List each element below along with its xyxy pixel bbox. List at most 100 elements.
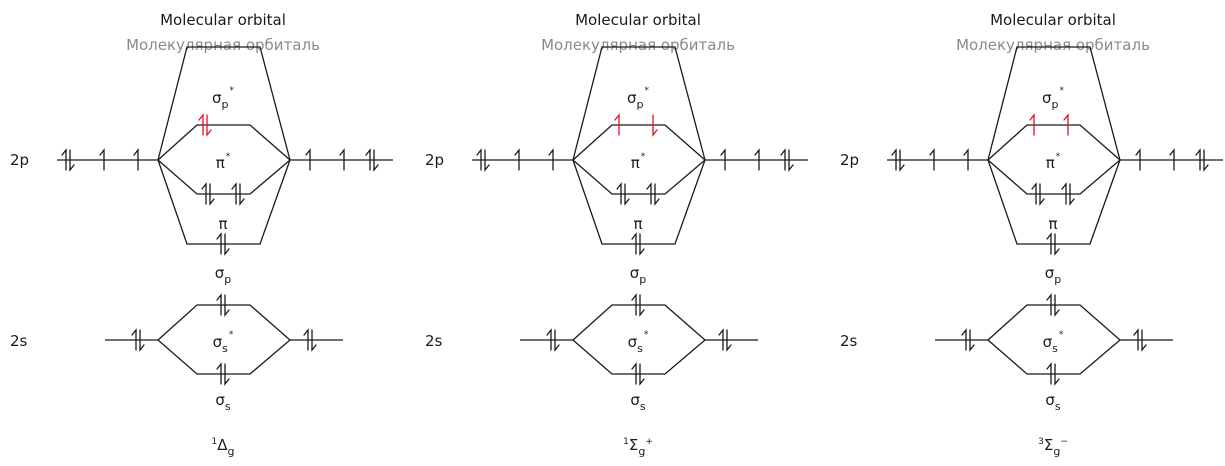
term-reflection: + (645, 437, 653, 447)
sigma-s-star-label-subscript: s (1052, 342, 1058, 355)
pi-star-electron-2-up-arrow (1063, 113, 1069, 136)
sigma-s-electron-1-up-arrow (216, 362, 222, 385)
sigma-s-star-label: σs* (1043, 330, 1064, 355)
pi-star-label-superscript: * (1056, 152, 1061, 162)
sigma-p-label-subscript: p (224, 273, 231, 286)
sigma-s-electron-1-up-arrow (1046, 362, 1052, 385)
atomic-2s-left-electron-up-arrow (546, 328, 552, 351)
pi-electron-1-up-arrow (616, 182, 622, 205)
sigma-p-star-label: σp* (627, 86, 650, 111)
sigma-p-electron-1-down-arrow (224, 233, 230, 256)
sigma-p-label: σp (630, 264, 647, 286)
sigma-s-hexagon-outline (157, 304, 291, 375)
sigma-s-star-label-subscript: s (222, 342, 228, 355)
sigma-s-star-label-superscript: * (644, 330, 649, 340)
sigma-p-electron-1-down-arrow (639, 233, 645, 256)
term-parity: g (638, 445, 645, 458)
pi-label: π (218, 215, 227, 233)
pi-hexagon-outline (572, 124, 706, 195)
atomic-2s-right-electron-up-arrow (303, 328, 309, 351)
sigma-p-label: σp (1045, 264, 1062, 286)
pi-star-label-symbol: π (631, 154, 640, 172)
atomic-2p-left-electron-3-up-arrow (133, 148, 139, 171)
pi-electron-1-down-arrow (624, 183, 630, 206)
pi-electron-1-up-arrow (1031, 182, 1037, 205)
sigma-p-label-subscript: p (639, 273, 646, 286)
row-label-2p: 2p (10, 151, 29, 169)
sigma-p-electron-1-down-arrow (1054, 233, 1060, 256)
atomic-2p-left-electron-1-up-arrow (476, 148, 482, 171)
title-english: Molecular orbital (160, 11, 286, 29)
sigma-s-star-electron-1-down-arrow (1054, 294, 1060, 317)
pi-star-label-symbol: π (1046, 154, 1055, 172)
sigma-p-outline (157, 159, 291, 245)
pi-electron-1-up-arrow (201, 182, 207, 205)
sigma-p-star-outline (987, 46, 1121, 161)
atomic-2p-right-electron-3-up-arrow (365, 148, 371, 171)
atomic-2s-right-electron-down-arrow (726, 329, 732, 352)
sigma-p-star-label: σp* (212, 86, 235, 111)
sigma-s-electron-1-down-arrow (224, 363, 230, 386)
pi-electron-1-down-arrow (1039, 183, 1045, 206)
sigma-s-hexagon-outline (987, 304, 1121, 375)
sigma-s-star-label: σs* (213, 330, 234, 355)
row-label-2p: 2p (840, 151, 859, 169)
row-label-2p: 2p (425, 151, 444, 169)
sigma-s-star-electron-1-up-arrow (216, 293, 222, 316)
row-label-2s: 2s (425, 332, 443, 350)
sigma-s-electron-1-down-arrow (639, 363, 645, 386)
pi-label-symbol: π (218, 215, 227, 233)
sigma-p-star-label-superscript: * (230, 86, 235, 96)
sigma-p-star-outline (572, 46, 706, 161)
sigma-p-label-symbol: σ (630, 264, 640, 282)
atomic-2s-right-electron-up-arrow (1133, 328, 1139, 351)
sigma-s-hexagon-outline (572, 304, 706, 375)
term-multiplicity: 1 (212, 437, 218, 447)
sigma-p-star-label-subscript: p (1052, 98, 1059, 111)
pi-electron-1-down-arrow (209, 183, 215, 206)
sigma-s-label-symbol: σ (215, 391, 225, 409)
term-symbol: 1Σg+ (623, 436, 653, 458)
pi-electron-2-down-arrow (239, 183, 245, 206)
atomic-2p-right-electron-3-up-arrow (780, 148, 786, 171)
pi-star-label-superscript: * (226, 152, 231, 162)
pi-star-label: π* (631, 152, 646, 172)
sigma-s-label-subscript: s (640, 400, 646, 413)
atomic-2p-right-electron-3-up-arrow (1195, 148, 1201, 171)
sigma-s-label: σs (215, 391, 231, 413)
pi-label: π (633, 215, 642, 233)
term-letter: Σ (629, 436, 638, 454)
sigma-s-label-symbol: σ (630, 391, 640, 409)
sigma-s-label-subscript: s (225, 400, 231, 413)
sigma-s-electron-1-down-arrow (1054, 363, 1060, 386)
sigma-s-star-electron-1-down-arrow (639, 294, 645, 317)
term-multiplicity: 1 (623, 437, 629, 447)
sigma-s-star-electron-1-up-arrow (631, 293, 637, 316)
atomic-2p-right-electron-2-up-arrow (339, 148, 345, 171)
pi-electron-2-up-arrow (1061, 182, 1067, 205)
term-letter: Σ (1044, 436, 1053, 454)
row-label-2s: 2s (840, 332, 858, 350)
term-reflection: − (1060, 437, 1068, 447)
pi-star-electron-1-up-arrow (614, 113, 620, 136)
sigma-p-electron-1-up-arrow (1046, 232, 1052, 255)
pi-label-symbol: π (1048, 215, 1057, 233)
pi-label: π (1048, 215, 1057, 233)
sigma-p-label-symbol: σ (1045, 264, 1055, 282)
sigma-p-electron-1-up-arrow (631, 232, 637, 255)
atomic-2p-left-electron-1-up-arrow (891, 148, 897, 171)
atomic-2p-left-electron-3-up-arrow (963, 148, 969, 171)
atomic-2p-right-electron-3-down-arrow (788, 149, 794, 172)
sigma-s-label-subscript: s (1055, 400, 1061, 413)
sigma-p-label-symbol: σ (215, 264, 225, 282)
sigma-p-star-outline (157, 46, 291, 161)
sigma-p-label-subscript: p (1054, 273, 1061, 286)
atomic-2p-right-electron-2-up-arrow (754, 148, 760, 171)
atomic-2p-left-electron-1-down-arrow (484, 149, 490, 172)
atomic-2s-right-electron-down-arrow (1141, 329, 1147, 352)
atomic-2p-left-electron-1-down-arrow (69, 149, 75, 172)
